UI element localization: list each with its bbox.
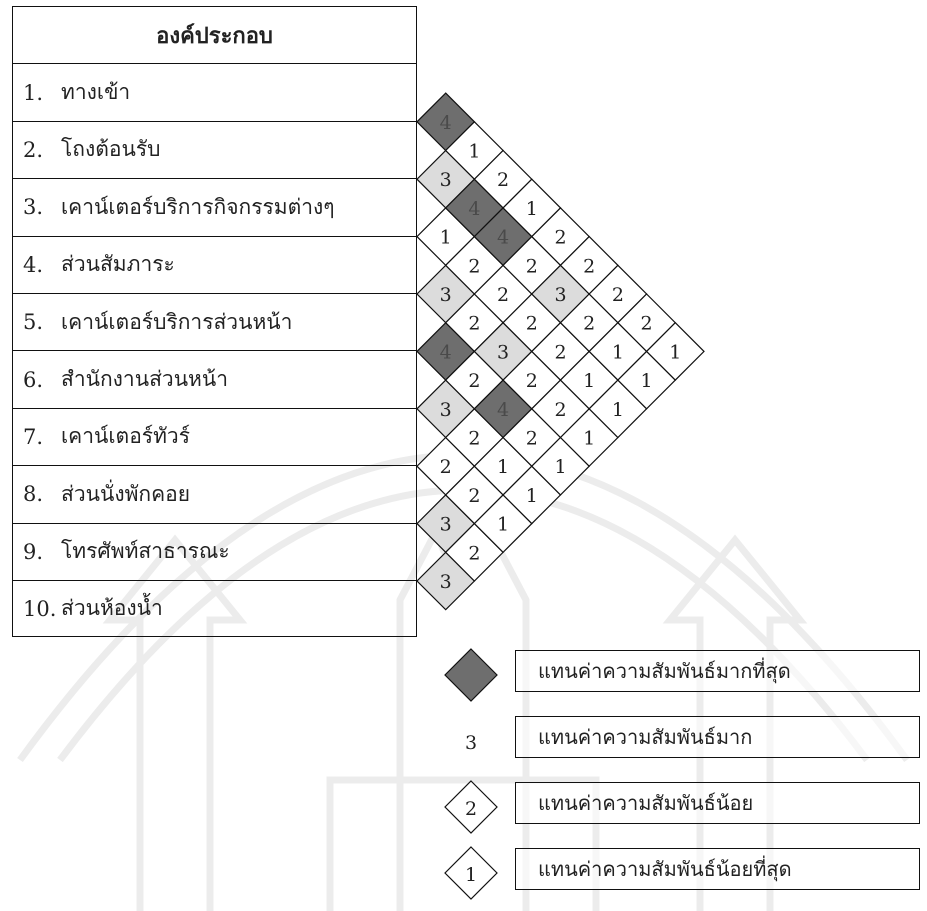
legend-item-least: แทนค่าความสัมพันธ์น้อยที่สุด xyxy=(515,848,920,890)
matrix-cell-value: 2 xyxy=(554,399,566,421)
matrix-cell-value: 4 xyxy=(468,198,480,220)
matrix-cell-value: 1 xyxy=(468,141,480,163)
legend-item-high: แทนค่าความสัมพันธ์มาก xyxy=(515,716,920,758)
matrix-cell-value: 2 xyxy=(497,169,509,191)
legend-label: แทนค่าความสัมพันธ์มากที่สุด xyxy=(538,655,791,687)
matrix-cell-value: 4 xyxy=(497,399,509,421)
matrix-cell-value: 2 xyxy=(468,485,480,507)
matrix-cell-value: 2 xyxy=(468,542,480,564)
matrix-cell-value: 3 xyxy=(440,399,452,421)
legend-symbol-least: 1 xyxy=(430,843,512,903)
matrix-cell-value: 2 xyxy=(554,227,566,249)
matrix-cell-value: 1 xyxy=(497,514,509,536)
matrix-cell-value: 2 xyxy=(468,370,480,392)
matrix-cell-value: 2 xyxy=(554,341,566,363)
matrix-cell-value: 1 xyxy=(440,227,452,249)
matrix-cell-value: 1 xyxy=(583,370,595,392)
matrix-cell-value: 1 xyxy=(526,485,538,507)
legend-symbol-high: 3 xyxy=(430,711,512,771)
legend-item-most: แทนค่าความสัมพันธ์มากที่สุด xyxy=(515,650,920,692)
matrix-cell-value: 2 xyxy=(468,255,480,277)
matrix-cell-value: 2 xyxy=(583,255,595,277)
matrix-cell-value: 2 xyxy=(583,313,595,335)
matrix-cell-value: 2 xyxy=(526,428,538,450)
matrix-cell-value: 2 xyxy=(440,456,452,478)
legend-symbol-most xyxy=(430,645,512,705)
matrix-cell-value: 2 xyxy=(526,370,538,392)
matrix-cell-value: 2 xyxy=(526,313,538,335)
matrix-cell-value: 1 xyxy=(497,456,509,478)
matrix-cell-value: 3 xyxy=(497,341,509,363)
legend-label: แทนค่าความสัมพันธ์มาก xyxy=(538,721,752,753)
matrix-cell-value: 1 xyxy=(669,341,681,363)
legend-symbol-low: 2 xyxy=(430,777,512,837)
legend-label: แทนค่าความสัมพันธ์น้อย xyxy=(538,787,753,819)
matrix-cell-value: 2 xyxy=(526,255,538,277)
matrix-cell-value: 4 xyxy=(497,227,509,249)
matrix-cell-value: 1 xyxy=(641,370,653,392)
matrix-cell-value: 2 xyxy=(612,284,624,306)
matrix-cell-value: 2 xyxy=(641,313,653,335)
matrix-cell-value: 3 xyxy=(440,284,452,306)
matrix-cell-value: 3 xyxy=(554,284,566,306)
legend-symbol-text: 1 xyxy=(465,864,477,886)
matrix-cell-value: 1 xyxy=(526,198,538,220)
legend-symbol-text: 2 xyxy=(465,798,477,820)
legend-label: แทนค่าความสัมพันธ์น้อยที่สุด xyxy=(538,853,792,885)
legend-item-low: แทนค่าความสัมพันธ์น้อย xyxy=(515,782,920,824)
matrix-cell-value: 1 xyxy=(554,456,566,478)
legend-symbol-text: 3 xyxy=(465,732,477,754)
matrix-cell-value: 3 xyxy=(440,514,452,536)
matrix-cell-value: 3 xyxy=(440,169,452,191)
matrix-cell-value: 1 xyxy=(583,428,595,450)
matrix-cell-value: 4 xyxy=(440,341,452,363)
matrix-cell-value: 2 xyxy=(497,284,509,306)
matrix-cell-value: 1 xyxy=(612,399,624,421)
matrix-cell-value: 1 xyxy=(612,341,624,363)
matrix-cell-value: 2 xyxy=(468,428,480,450)
matrix-cell-value: 4 xyxy=(440,112,452,134)
matrix-cell-value: 3 xyxy=(440,571,452,593)
matrix-cell-value: 2 xyxy=(468,313,480,335)
